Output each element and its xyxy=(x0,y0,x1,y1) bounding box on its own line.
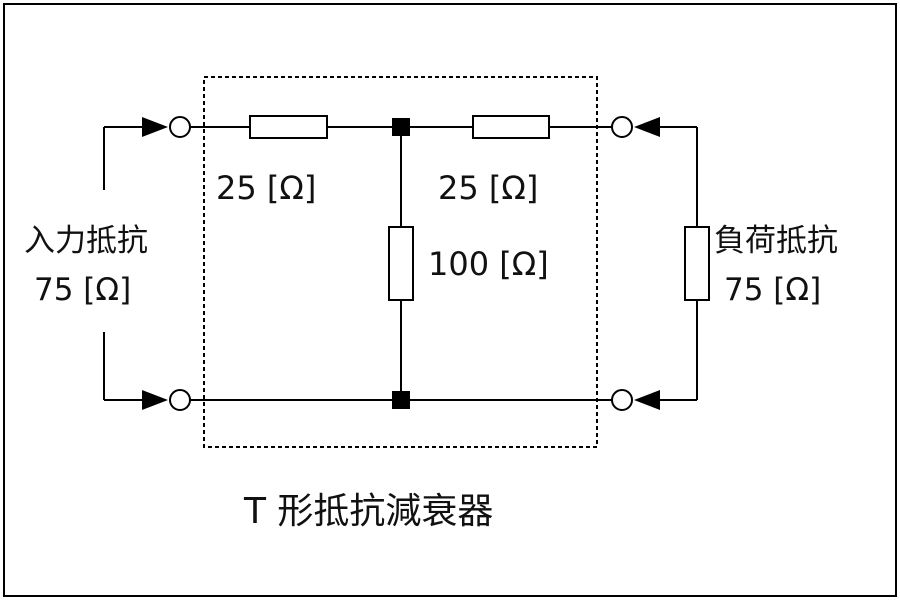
input-terminal-bottom xyxy=(169,389,191,411)
load-resistance-name: 負荷抵抗 xyxy=(714,223,838,259)
output-terminal-top xyxy=(611,116,633,138)
series-right-label: 25 [Ω] xyxy=(438,169,538,207)
shunt-resistor xyxy=(388,226,414,301)
load-resistor xyxy=(684,226,710,301)
junction-node-top xyxy=(392,118,410,136)
input-resistance-value: 75 [Ω] xyxy=(34,272,131,308)
input-arrow-top-head xyxy=(142,117,168,137)
input-terminal-top xyxy=(169,116,191,138)
junction-node-bottom xyxy=(392,391,410,409)
shunt-label: 100 [Ω] xyxy=(428,245,549,283)
input-resistance-name: 入力抵抗 xyxy=(24,223,148,259)
load-resistance-value: 75 [Ω] xyxy=(724,272,821,308)
output-terminal-bottom xyxy=(611,389,633,411)
input-arrow-bottom-head xyxy=(142,390,168,410)
attenuator-boundary xyxy=(203,76,598,448)
outer-frame xyxy=(3,3,897,597)
diagram-title: T 形抵抗減衰器 xyxy=(243,491,493,532)
series-resistor-left xyxy=(249,115,328,139)
series-resistor-right xyxy=(472,115,550,139)
load-arrow-top-head xyxy=(634,117,660,137)
series-left-label: 25 [Ω] xyxy=(216,169,316,207)
load-arrow-bottom-head xyxy=(634,390,660,410)
